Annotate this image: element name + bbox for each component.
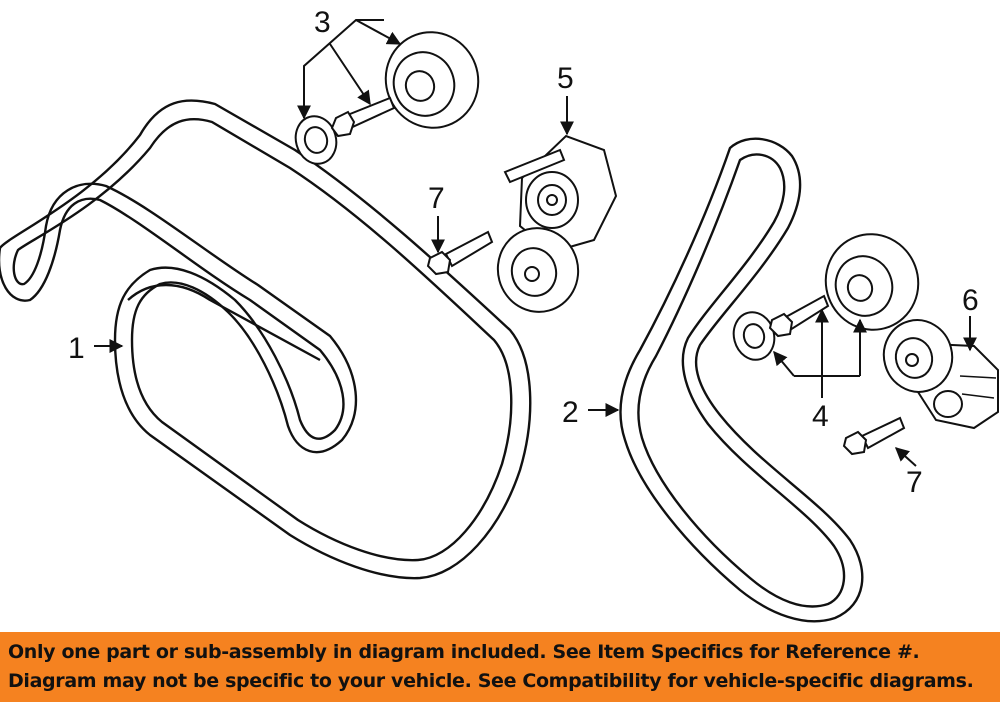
belt-drive-diagram: 1 2 3 4 5 6 7 7 xyxy=(0,6,999,623)
disclaimer-line-2: Diagram may not be specific to your vehi… xyxy=(8,670,974,692)
callout-4: 4 xyxy=(812,400,829,433)
bolt-7-lower xyxy=(842,416,906,456)
callout-2: 2 xyxy=(562,396,579,429)
callout-3: 3 xyxy=(314,6,331,39)
callouts: 1 2 3 4 5 6 7 7 xyxy=(68,6,979,499)
belt-tensioner-5 xyxy=(496,134,618,313)
idler-pulley-assembly-4 xyxy=(732,233,920,361)
callout-6: 6 xyxy=(962,284,979,317)
disclaimer-banner: Only one part or sub-assembly in diagram… xyxy=(0,632,1000,702)
bolt-7-upper xyxy=(426,230,494,276)
callout-7-lower: 7 xyxy=(906,466,923,499)
idler-pulley-assembly-3 xyxy=(294,31,480,165)
callout-1: 1 xyxy=(68,332,85,365)
callout-7-upper: 7 xyxy=(428,182,445,215)
disclaimer-line-1: Only one part or sub-assembly in diagram… xyxy=(8,641,920,663)
serpentine-belt-large xyxy=(0,99,532,580)
leader-lines xyxy=(94,19,977,467)
callout-5: 5 xyxy=(557,62,574,95)
serpentine-belt-small xyxy=(619,137,864,623)
belt-tensioner-6 xyxy=(882,319,999,430)
